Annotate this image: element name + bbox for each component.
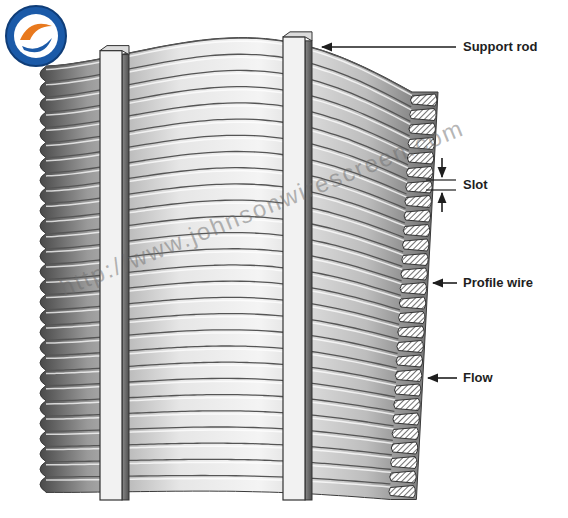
wire-highlight	[46, 398, 394, 415]
leader-lines	[322, 47, 457, 378]
wire-section	[390, 471, 417, 483]
company-logo	[6, 6, 66, 66]
part-label: Flow	[463, 370, 493, 386]
wire-section	[392, 428, 419, 440]
leader-arrow	[433, 282, 457, 284]
rod-side	[305, 41, 312, 500]
wire-highlight	[46, 446, 392, 458]
wire-section	[406, 181, 433, 193]
wire-highlight	[46, 462, 391, 472]
logo-core	[14, 14, 58, 58]
wire-highlight	[46, 317, 398, 342]
wire-edge	[46, 297, 399, 324]
wire-highlight	[46, 333, 398, 357]
wire-section	[404, 210, 431, 222]
leader-arrow	[441, 158, 443, 177]
wire-section	[395, 384, 422, 396]
wire-highlight	[46, 365, 396, 385]
wire-section	[398, 326, 425, 338]
logo-ring	[6, 6, 66, 66]
wire-highlight	[46, 414, 394, 429]
wire-section	[397, 341, 424, 353]
wire-section	[401, 268, 428, 280]
wire-section	[411, 94, 438, 106]
wire-section	[395, 370, 422, 382]
wire-section	[402, 254, 429, 266]
wire-highlight	[46, 300, 399, 327]
wire-section	[410, 109, 437, 121]
wire-section	[396, 355, 423, 367]
wire-section	[405, 196, 432, 208]
slot-line	[426, 179, 456, 180]
logo-swoosh	[20, 24, 52, 40]
wire-highlight	[46, 430, 393, 443]
wire-section	[400, 283, 427, 295]
watermark: http://www.johnsonwirescreen.com	[56, 114, 468, 302]
leader-arrow	[428, 377, 457, 379]
part-label: Support rod	[463, 39, 537, 55]
rod-top	[283, 32, 312, 41]
wire-section	[399, 312, 426, 324]
slot-line	[426, 189, 456, 190]
wire-section	[403, 225, 430, 237]
leader-arrow	[322, 46, 456, 48]
part-label: Profile wire	[463, 275, 533, 291]
wire-section	[407, 167, 434, 179]
wire-section	[393, 413, 420, 425]
wire-section	[391, 457, 418, 469]
leader-arrow	[441, 193, 443, 212]
wire-highlight	[46, 349, 397, 371]
wire-section	[394, 399, 421, 411]
rod-face	[283, 37, 305, 500]
logo-swoosh	[22, 38, 52, 52]
wire-highlight	[46, 479, 390, 487]
wire-section	[391, 442, 418, 454]
wire-section	[399, 297, 426, 309]
wire-section	[403, 239, 430, 251]
part-label: Slot	[463, 177, 488, 193]
rod-top	[100, 46, 129, 55]
wire-section	[389, 486, 416, 498]
